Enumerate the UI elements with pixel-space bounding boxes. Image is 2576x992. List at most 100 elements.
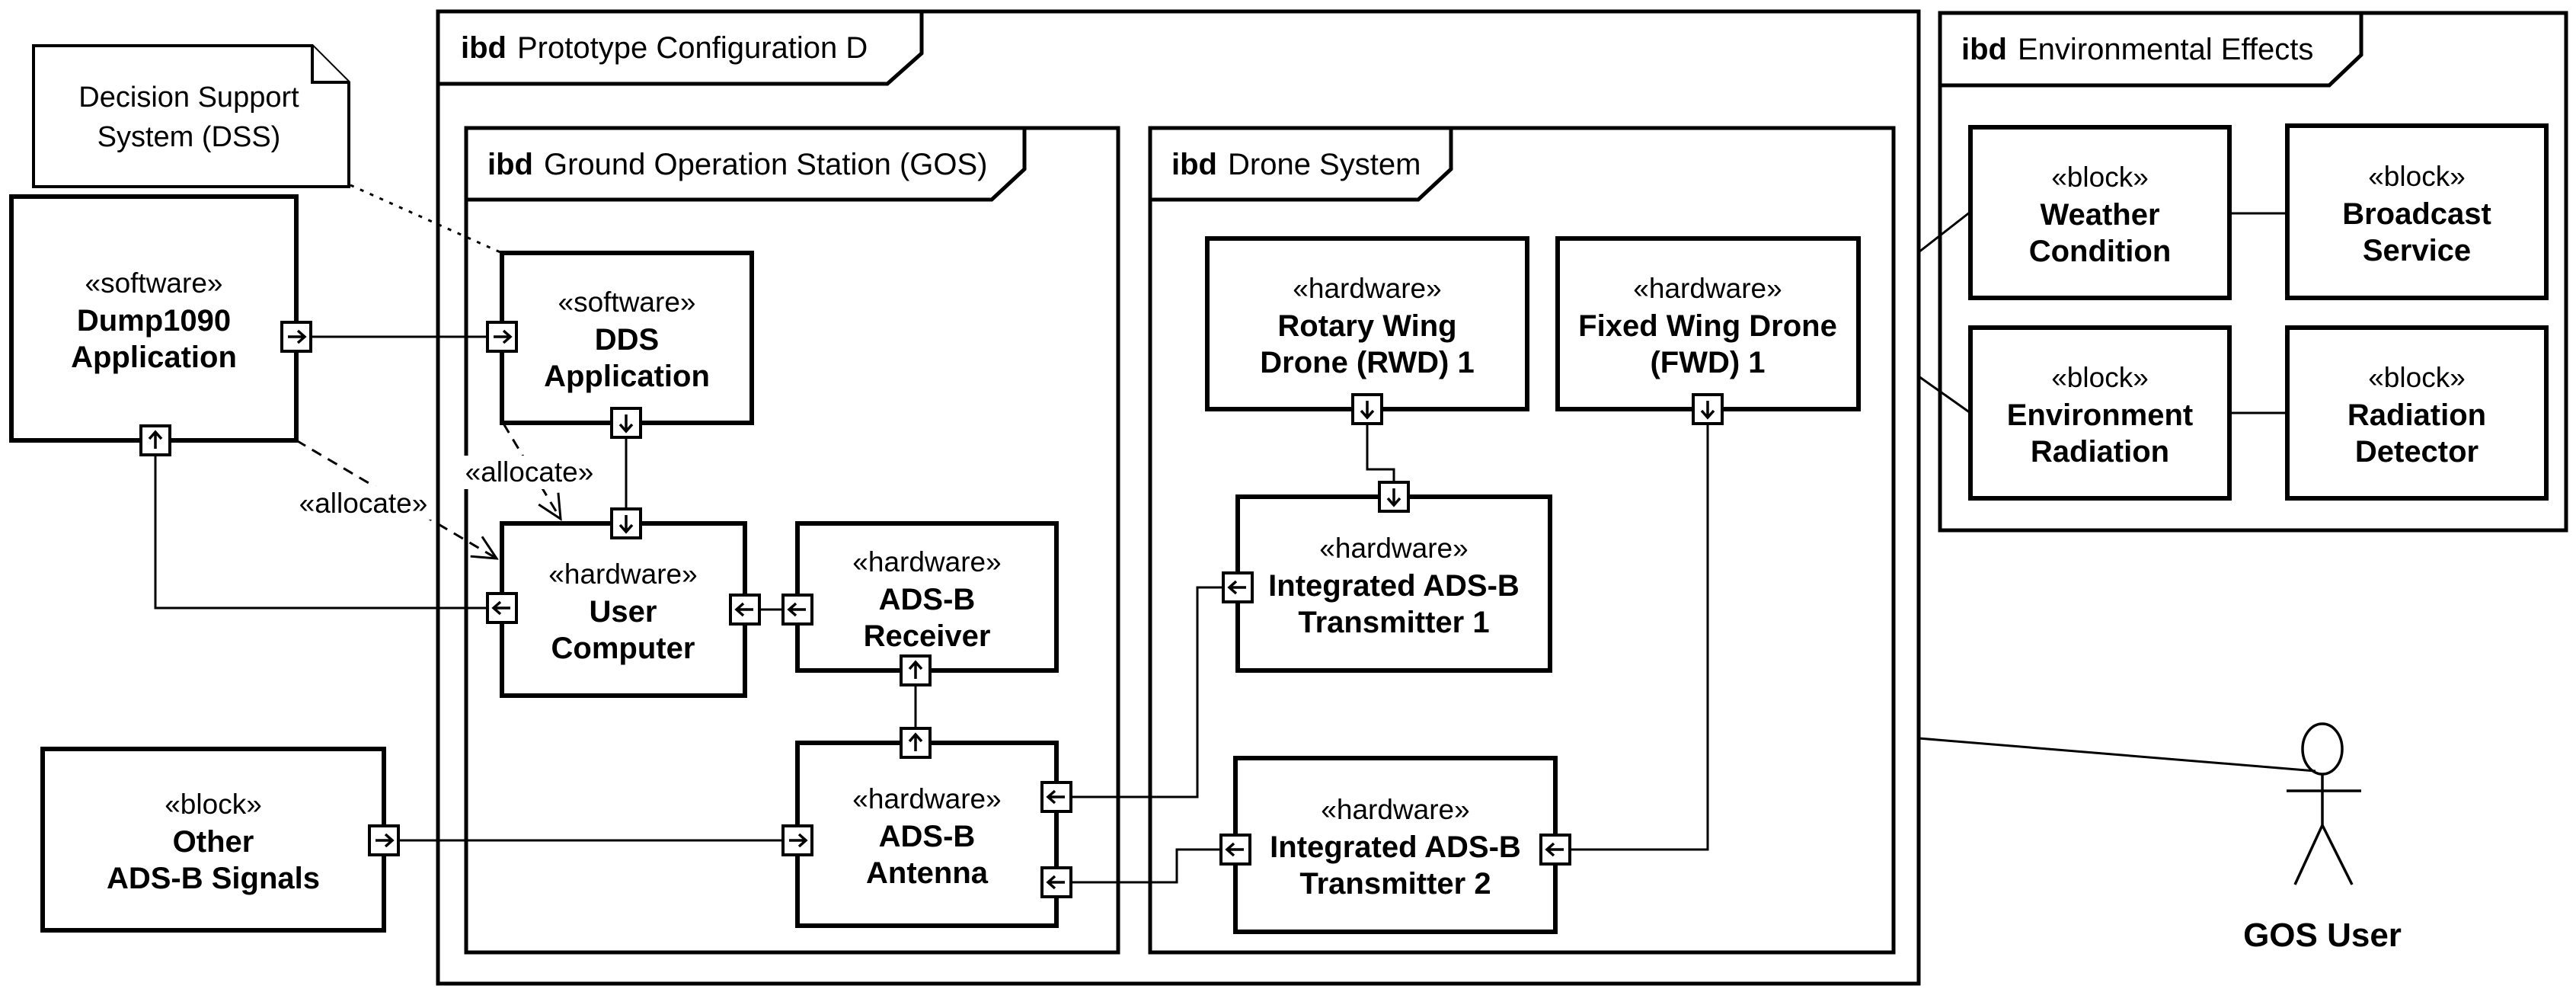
connector-frame-env-radiation[interactable] <box>1918 375 1971 414</box>
port-transmitter2-right[interactable] <box>1539 834 1571 866</box>
block-radiation-detector[interactable]: «block» Radiation Detector <box>2285 325 2549 501</box>
port-user-computer-top[interactable] <box>610 507 642 539</box>
frame-title: Environmental Effects <box>2018 33 2313 66</box>
connector-dump1090-user-computer[interactable] <box>154 455 487 610</box>
block-name-line2: Drone (RWD) 1 <box>1260 346 1474 379</box>
arrow-up-icon <box>148 430 163 449</box>
frame-title: Prototype Configuration D <box>517 31 868 65</box>
frame-title-tab[interactable] <box>464 126 1027 202</box>
arrow-right-icon <box>494 329 513 344</box>
arrow-right-icon <box>288 329 307 344</box>
frame-kind-keyword: ibd <box>1961 33 2007 66</box>
frame-drone-system[interactable]: ibd Drone System <box>1148 126 1896 955</box>
block-weather-condition[interactable]: «block» Weather Condition <box>1968 125 2232 300</box>
block-name-line1: Rotary Wing <box>1277 309 1456 343</box>
block-stereotype: «hardware» <box>548 558 697 590</box>
frame-title-tab[interactable] <box>436 9 924 86</box>
port-other-adsb-out[interactable] <box>368 824 400 856</box>
block-user-computer[interactable]: «hardware» User Computer <box>500 521 747 698</box>
allocate-stereotype-label: «allocate» <box>299 488 428 519</box>
block-integrated-adsb-transmitter-2[interactable]: «hardware» Integrated ADS-B Transmitter … <box>1233 756 1558 934</box>
frame-border[interactable] <box>1148 126 1896 955</box>
actor-gos-user[interactable]: GOS User <box>2243 722 2402 954</box>
block-name-line2: (FWD) 1 <box>1650 346 1765 379</box>
port-receiver-bottom[interactable] <box>900 654 932 686</box>
connector-fwd-transmitter2[interactable] <box>1570 424 1709 851</box>
arrow-up-icon <box>908 660 923 679</box>
block-name-line2: Computer <box>551 632 695 665</box>
allocate-label-outer[interactable]: «allocate» <box>296 486 433 520</box>
port-antenna-top[interactable] <box>900 727 932 759</box>
frame-kind-keyword: ibd <box>487 148 533 181</box>
block-name-line2: ADS-B Signals <box>107 862 320 895</box>
frame-border[interactable] <box>436 9 1921 986</box>
port-dump1090-out[interactable] <box>280 321 312 353</box>
port-user-computer-right[interactable] <box>729 594 761 626</box>
connector-antenna-transmitter2[interactable] <box>1071 848 1221 884</box>
actor-head-icon <box>2301 722 2344 776</box>
connector-frame-gos-user[interactable] <box>1918 737 2316 773</box>
port-dds-out-bottom[interactable] <box>610 407 642 439</box>
block-name-line1: Fixed Wing Drone <box>1578 309 1837 343</box>
block-stereotype: «software» <box>85 267 223 299</box>
arrow-down-icon <box>1386 488 1401 507</box>
block-dds-application[interactable]: «software» DDS Application <box>500 251 754 425</box>
port-transmitter2-left[interactable] <box>1219 834 1251 866</box>
block-name-line1: Integrated ADS-B <box>1268 569 1520 603</box>
frame-title-tab[interactable] <box>1148 126 1453 202</box>
arrow-right-icon <box>376 833 395 848</box>
frame-title: Drone System <box>1228 148 1421 181</box>
block-name-line2: Receiver <box>864 619 991 653</box>
block-name-line2: Transmitter 2 <box>1299 867 1491 901</box>
block-stereotype: «hardware» <box>852 546 1001 578</box>
port-antenna-left[interactable] <box>781 824 813 856</box>
port-transmitter1-left[interactable] <box>1222 571 1254 603</box>
connector-rwd-transmitter1[interactable] <box>1366 424 1395 482</box>
block-stereotype: «block» <box>2051 162 2149 193</box>
block-broadcast-service[interactable]: «block» Broadcast Service <box>2285 123 2549 300</box>
connectors <box>154 210 2316 884</box>
port-rwd-bottom[interactable] <box>1351 393 1383 425</box>
note-fold-corner-icon <box>311 46 349 84</box>
port-antenna-right-upper[interactable] <box>1040 781 1072 813</box>
block-fixed-wing-drone-1[interactable]: «hardware» Fixed Wing Drone (FWD) 1 <box>1555 236 1861 411</box>
block-adsb-antenna[interactable]: «hardware» ADS-B Antenna <box>795 741 1059 928</box>
block-adsb-receiver[interactable]: «hardware» ADS-B Receiver <box>795 521 1059 673</box>
port-fwd-bottom[interactable] <box>1692 393 1724 425</box>
connector-antenna-transmitter1[interactable] <box>1071 586 1223 798</box>
block-other-adsb-signals[interactable]: «block» Other ADS-B Signals <box>40 747 386 933</box>
port-transmitter1-top[interactable] <box>1378 481 1410 513</box>
port-antenna-right-lower[interactable] <box>1040 866 1072 898</box>
block-dump1090-application[interactable]: «software» Dump1090 Application <box>9 194 299 443</box>
port-receiver-left[interactable] <box>781 594 813 626</box>
frame-environmental-effects[interactable]: ibd Environmental Effects <box>1938 11 2568 533</box>
port-user-computer-left[interactable] <box>486 592 518 624</box>
arrow-left-icon <box>1046 789 1065 805</box>
arrow-left-icon <box>1227 580 1246 595</box>
block-name-line1: Radiation <box>2347 398 2486 432</box>
note-text-line2: System (DSS) <box>97 121 281 153</box>
label-background <box>462 456 599 489</box>
frame-prototype-configuration-d[interactable]: ibd Prototype Configuration D <box>436 9 1921 986</box>
arrow-down-icon <box>618 515 634 534</box>
block-name-line1: Dump1090 <box>77 304 231 338</box>
block-name-line2: Condition <box>2029 235 2172 268</box>
connector-frame-weather[interactable] <box>1918 210 1971 254</box>
port-dds-in[interactable] <box>486 321 518 353</box>
note-shape[interactable] <box>32 44 350 188</box>
block-name-line1: DDS <box>595 323 659 357</box>
frame-title-tab[interactable] <box>1938 11 2363 88</box>
block-environment-radiation[interactable]: «block» Environment Radiation <box>1968 325 2232 501</box>
note-decision-support-system[interactable]: Decision Support System (DSS) <box>32 44 350 188</box>
port-dump1090-in[interactable] <box>139 424 171 456</box>
frame-ground-operation-station[interactable]: ibd Ground Operation Station (GOS) <box>464 126 1120 955</box>
arrow-down-icon <box>1360 401 1375 420</box>
block-stereotype: «hardware» <box>852 783 1001 814</box>
arrow-down-icon <box>1700 401 1715 420</box>
block-name-line2: Application <box>544 360 710 393</box>
allocate-label-inner[interactable]: «allocate» <box>462 456 599 489</box>
block-rotary-wing-drone-1[interactable]: «hardware» Rotary Wing Drone (RWD) 1 <box>1205 236 1529 411</box>
block-integrated-adsb-transmitter-1[interactable]: «hardware» Integrated ADS-B Transmitter … <box>1235 494 1552 673</box>
block-stereotype: «hardware» <box>1293 273 1441 304</box>
